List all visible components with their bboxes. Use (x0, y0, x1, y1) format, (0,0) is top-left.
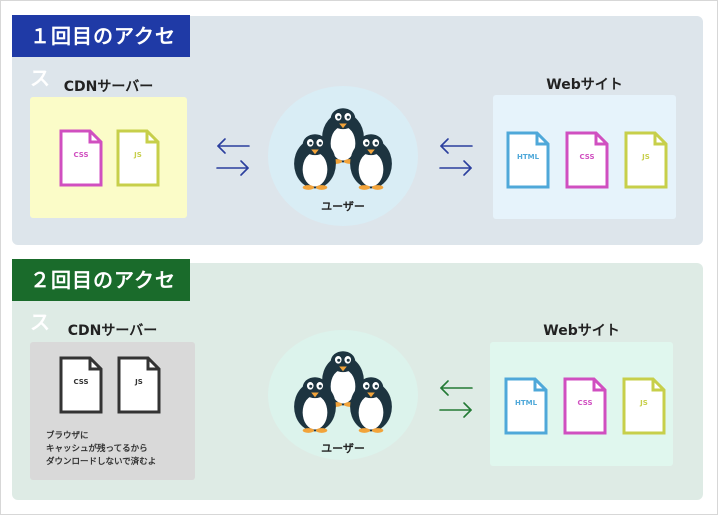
file-icon-js-web-1: JS (624, 131, 668, 189)
file-icon-js-web-2: JS (622, 377, 666, 435)
cdn-server-box-1 (30, 97, 187, 218)
file-icon-css-cdn-2: CSS (59, 356, 103, 414)
transfer-arrows-1-left (215, 136, 251, 182)
double-arrow-icon (439, 380, 473, 418)
file-type-label: CSS (73, 151, 89, 159)
cdn-label-1: CDNサーバー (63, 79, 154, 95)
file-icon-js-cdn-2: JS (117, 356, 161, 414)
penguin-users-icon-1 (285, 100, 401, 200)
cache-note-line: ブラウザに (46, 431, 89, 441)
cache-note-line: キャッシュが残ってるから (46, 444, 148, 454)
first-access-title: １回目のアクセス (12, 15, 190, 90)
file-icon-css-cdn-1: CSS (59, 129, 103, 187)
file-type-label: CSS (579, 153, 595, 161)
file-type-label: HTML (516, 153, 540, 161)
web-label-2: Webサイト (543, 323, 620, 339)
file-icon-css-web-1: CSS (565, 131, 609, 189)
penguin-users-icon-2 (285, 343, 401, 443)
cache-note-line: ダウンロードしないで済むよ (46, 457, 157, 467)
cache-note: ブラウザに キャッシュが残ってるから ダウンロードしないで済むよ (46, 430, 196, 469)
file-icon-css-web-2: CSS (563, 377, 607, 435)
file-type-label: JS (134, 151, 142, 159)
double-arrow-icon (439, 138, 473, 176)
file-icon-html-web-2: HTML (504, 377, 548, 435)
cdn-label-2: CDNサーバー (67, 323, 158, 339)
file-icon-html-web-1: HTML (506, 131, 550, 189)
file-type-label: HTML (514, 399, 538, 407)
user-label-1: ユーザー (321, 200, 365, 213)
file-type-label: CSS (577, 399, 593, 407)
transfer-arrows-2-right (438, 378, 474, 424)
file-type-label: JS (135, 378, 143, 386)
second-access-title: ２回目のアクセス (12, 259, 190, 334)
user-label-2: ユーザー (321, 442, 365, 455)
transfer-arrows-1-right (438, 136, 474, 182)
double-arrow-icon (216, 138, 250, 176)
cdn-server-box-2 (30, 342, 195, 480)
file-icon-js-cdn-1: JS (116, 129, 160, 187)
file-type-label: JS (640, 399, 648, 407)
file-type-label: CSS (73, 378, 89, 386)
web-label-1: Webサイト (546, 77, 623, 93)
file-type-label: JS (642, 153, 650, 161)
